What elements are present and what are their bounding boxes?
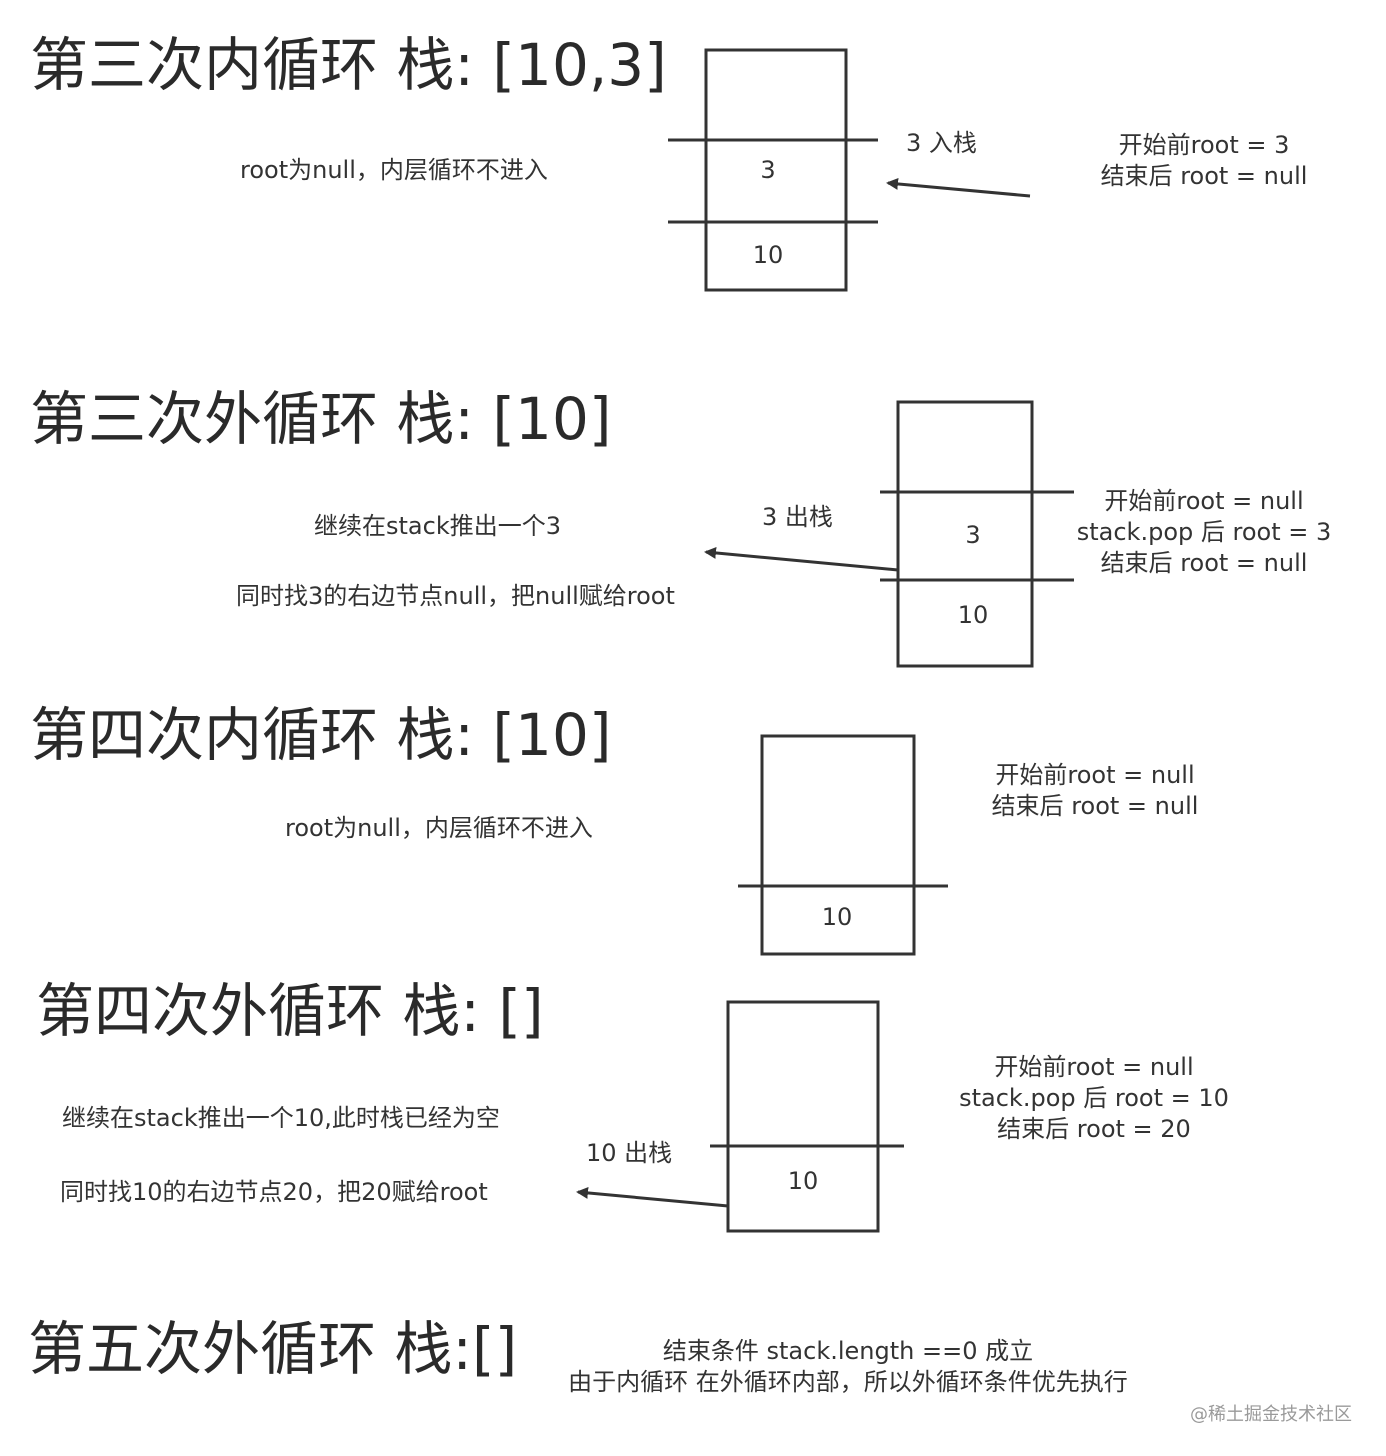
right-note-line: stack.pop 后 root = 3 bbox=[1076, 518, 1332, 547]
center-note-line: 结束条件 stack.length ==0 成立 bbox=[662, 1337, 1034, 1365]
stack-cell: 3 bbox=[760, 156, 776, 184]
right-note-line: 开始前root = null bbox=[995, 761, 1195, 789]
stack-box-4 bbox=[726, 1000, 880, 1233]
center-note: 结束条件 stack.length ==0 成立 由于内循环 在外循环内部，所以… bbox=[540, 1336, 1156, 1398]
section-title: 第三次内循环 栈: [10,3] bbox=[30, 31, 667, 99]
right-note: 开始前root = null stack.pop 后 root = 10 结束后… bbox=[950, 1052, 1238, 1146]
right-note: 开始前root = null stack.pop 后 root = 3 结束后 … bbox=[1064, 486, 1344, 580]
push-arrow bbox=[886, 177, 1031, 198]
right-note: 开始前root = null 结束后 root = null bbox=[972, 760, 1218, 822]
stack-cell: 3 bbox=[965, 521, 981, 549]
pop-arrow-1 bbox=[704, 546, 899, 572]
left-note: 继续在stack推出一个3 bbox=[314, 512, 561, 540]
arrow-label: 10 出栈 bbox=[586, 1139, 673, 1167]
right-note-line: 结束后 root = 20 bbox=[997, 1115, 1191, 1144]
right-note-line: 结束后 root = null bbox=[1100, 549, 1308, 578]
section-title: 第三次外循环 栈: [10] bbox=[30, 385, 612, 453]
section-title: 第四次外循环 栈: [] bbox=[36, 977, 544, 1045]
right-note-line: 结束后 root = null bbox=[991, 792, 1199, 821]
pop-arrow-2 bbox=[576, 1186, 729, 1208]
left-note: 同时找10的右边节点20，把20赋给root bbox=[60, 1178, 488, 1206]
right-note-line: 开始前root = null bbox=[994, 1053, 1194, 1081]
right-note-line: stack.pop 后 root = 10 bbox=[959, 1084, 1229, 1113]
arrow-label: 3 入栈 bbox=[906, 129, 977, 157]
stack-cell: 10 bbox=[787, 1167, 819, 1195]
right-note-line: 结束后 root = null bbox=[1100, 162, 1308, 191]
watermark: @稀土掘金技术社区 bbox=[1190, 1404, 1352, 1425]
stack-cell: 10 bbox=[752, 241, 784, 269]
section-title: 第四次内循环 栈: [10] bbox=[30, 701, 612, 769]
stack-cell: 10 bbox=[821, 903, 853, 931]
right-note-line: 开始前root = 3 bbox=[1118, 131, 1290, 159]
right-note: 开始前root = 3 结束后 root = null bbox=[1078, 130, 1330, 192]
stack-box-3 bbox=[760, 734, 916, 956]
center-note-line: 由于内循环 在外循环内部，所以外循环条件优先执行 bbox=[568, 1368, 1128, 1397]
section-title: 第五次外循环 栈:[] bbox=[28, 1315, 518, 1383]
left-note: root为null，内层循环不进入 bbox=[240, 156, 548, 184]
left-note: 继续在stack推出一个10,此时栈已经为空 bbox=[62, 1104, 500, 1132]
left-note: 同时找3的右边节点null，把null赋给root bbox=[236, 582, 675, 610]
left-note: root为null，内层循环不进入 bbox=[285, 814, 593, 842]
right-note-line: 开始前root = null bbox=[1104, 487, 1304, 515]
stack-cell: 10 bbox=[957, 601, 989, 629]
arrow-label: 3 出栈 bbox=[762, 503, 833, 531]
stack-box-2 bbox=[896, 400, 1034, 668]
stack-box-1 bbox=[704, 48, 848, 292]
